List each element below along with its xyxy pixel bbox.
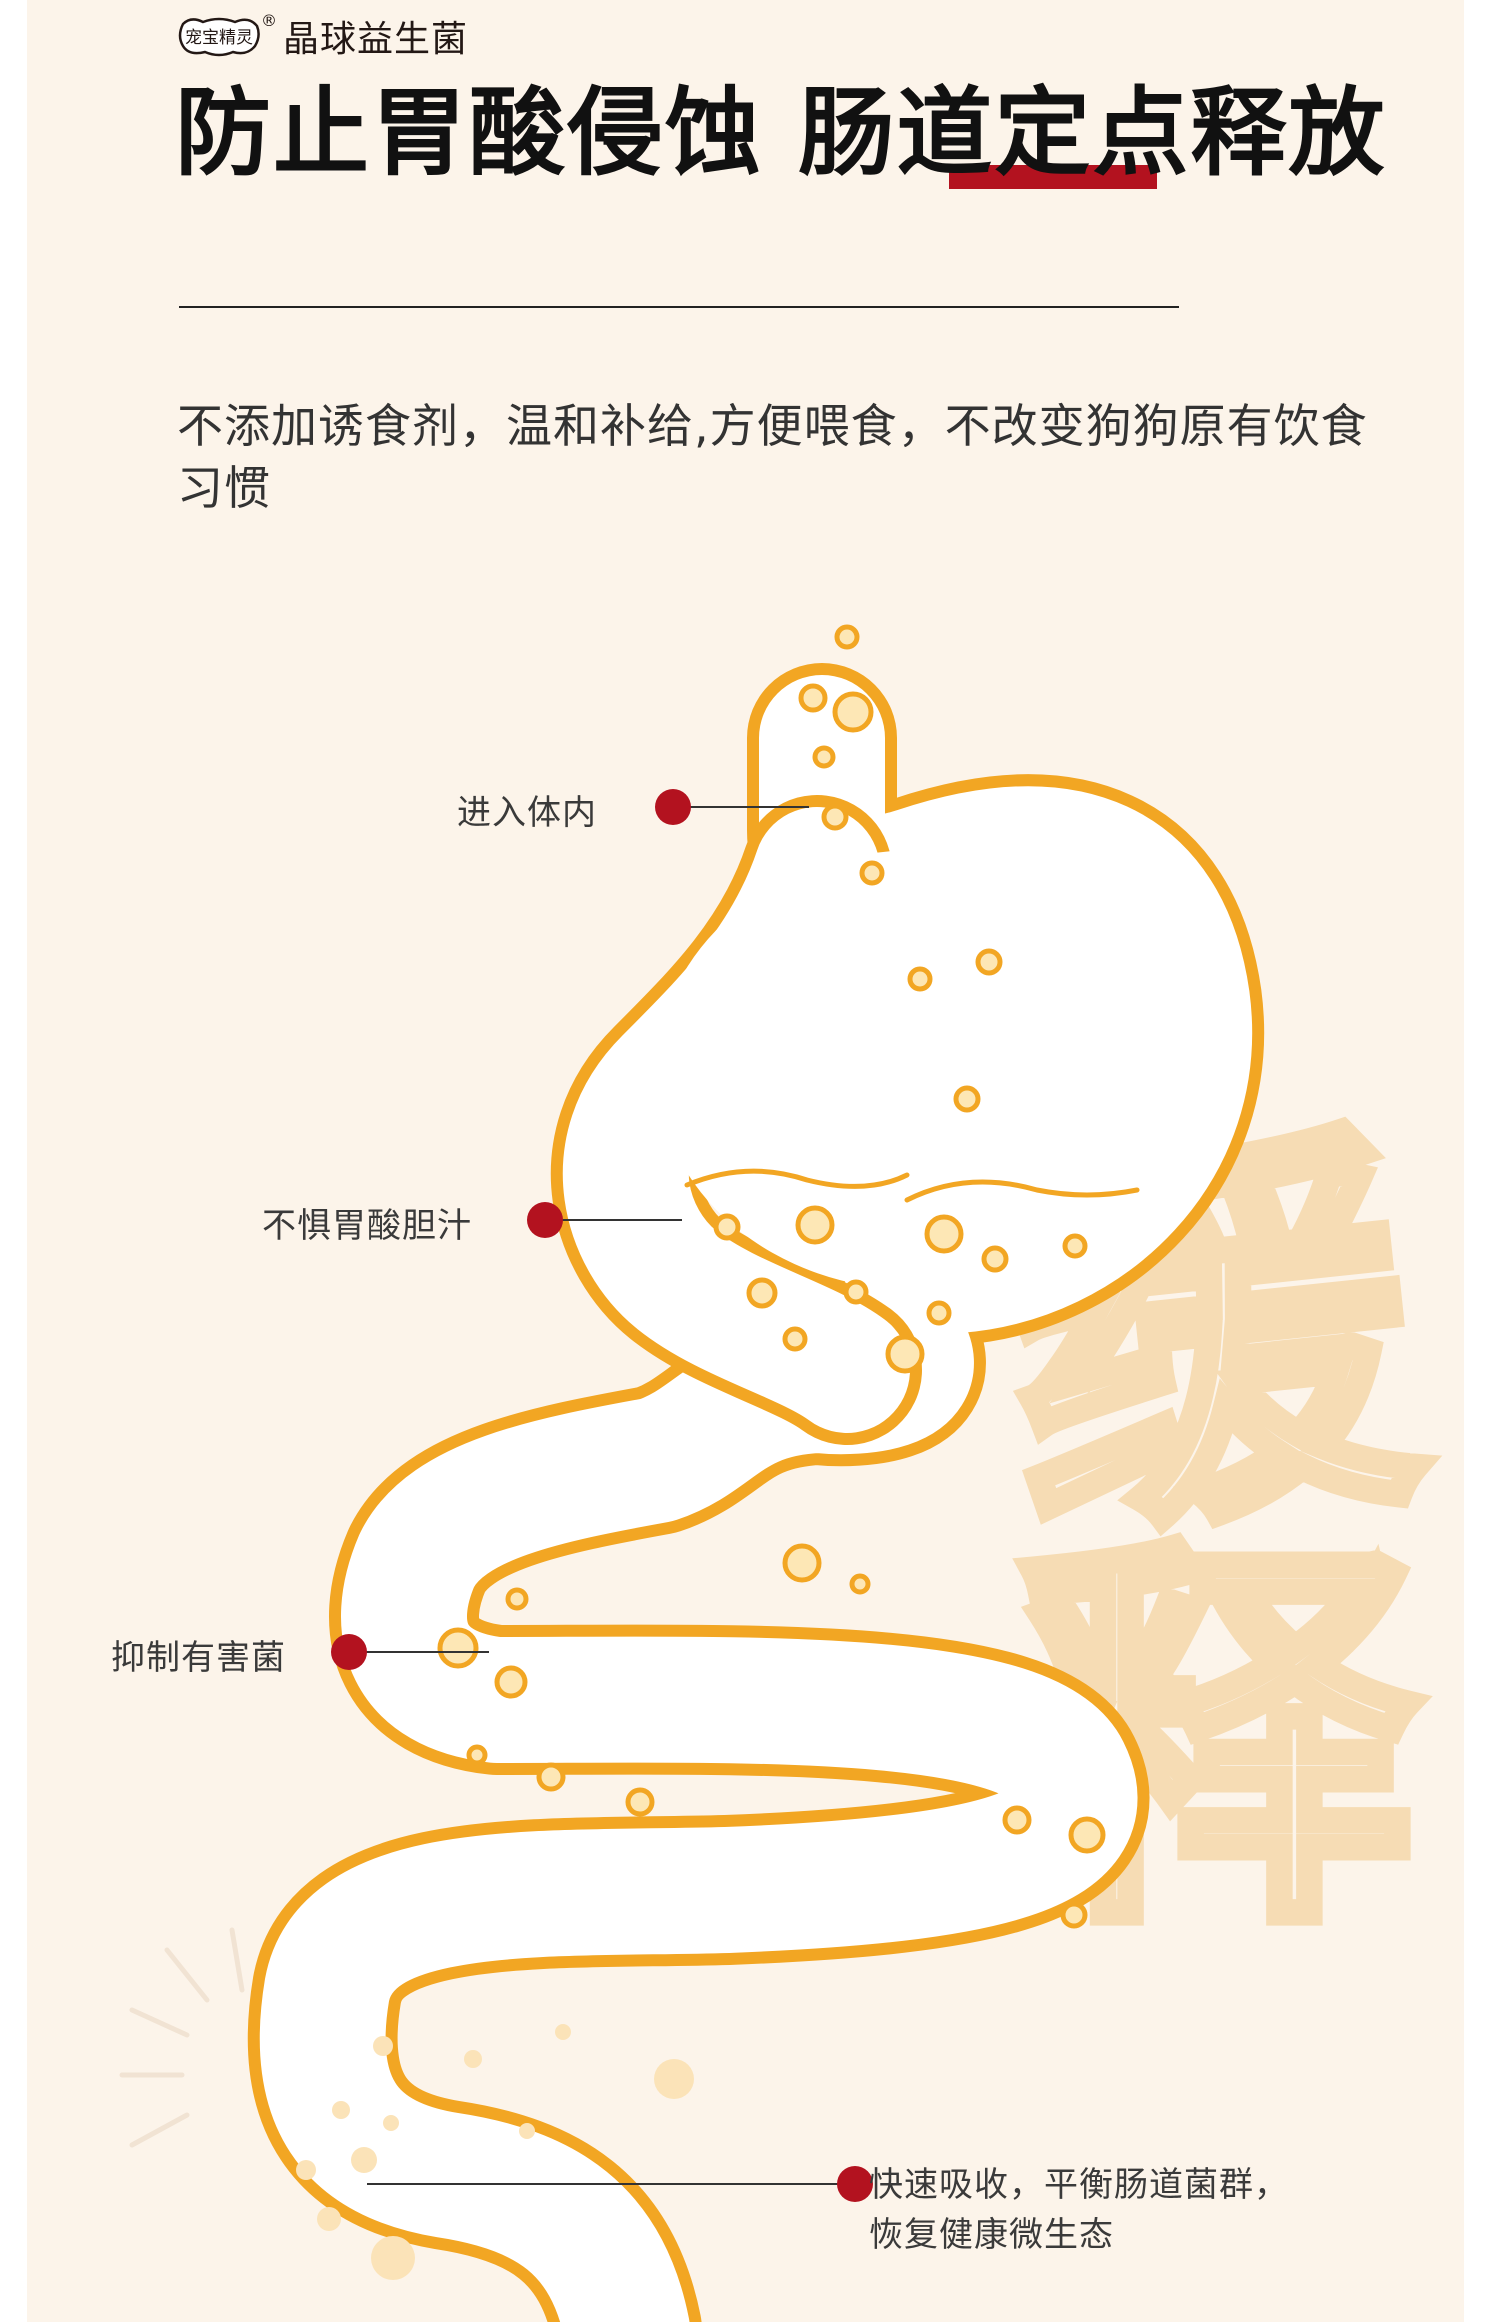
tract-outline bbox=[247, 663, 1265, 2322]
label-acid-resistant: 不惧胃酸胆汁 bbox=[262, 1206, 472, 1246]
acid-wave-lines bbox=[684, 1168, 1140, 1203]
brand-logo-icon: 宠宝精灵 bbox=[178, 17, 260, 57]
label-inhibit-bacteria: 抑制有害菌 bbox=[111, 1638, 286, 1678]
page-headline: 防止胃酸侵蚀 肠道定点释放 bbox=[175, 77, 1387, 189]
brand-header: 宠宝精灵 ® 晶球益生菌 bbox=[177, 10, 468, 62]
headline-divider bbox=[179, 306, 1179, 308]
callout-dot-enter bbox=[655, 789, 691, 825]
headline-underline bbox=[949, 165, 1157, 189]
label-absorb: 快速吸收，平衡肠道菌群， 恢复健康微生态 bbox=[869, 2160, 1289, 2260]
sunburst-decoration bbox=[119, 1927, 245, 2148]
callout-lines bbox=[349, 806, 855, 2185]
product-detail-page: 宠宝精灵 ® 晶球益生菌 防止胃酸侵蚀 肠道定点释放 不添加诱食剂，温和补给,方… bbox=[27, 0, 1464, 2322]
callout-dot-acid bbox=[527, 1202, 563, 1238]
registered-mark: ® bbox=[261, 10, 277, 30]
label-enter-body: 进入体内 bbox=[457, 793, 597, 833]
digestive-tract-diagram: 缓 释 bbox=[119, 624, 1448, 2322]
product-description: 不添加诱食剂，温和补给,方便喂食，不改变狗狗原有饮食习惯 bbox=[177, 399, 1368, 515]
probiotic-bubbles bbox=[437, 624, 1106, 1929]
brand-logo-text: 宠宝精灵 bbox=[185, 28, 253, 48]
faded-bubbles bbox=[296, 2024, 694, 2280]
label-absorb-line1: 快速吸收，平衡肠道菌群， bbox=[869, 2165, 1289, 2205]
callout-dot-absorb bbox=[837, 2166, 873, 2202]
callout-dot-inhibit bbox=[331, 1634, 367, 1670]
label-absorb-line2: 恢复健康微生态 bbox=[869, 2215, 1114, 2255]
callout-dots bbox=[331, 789, 873, 2202]
product-name: 晶球益生菌 bbox=[283, 19, 469, 60]
